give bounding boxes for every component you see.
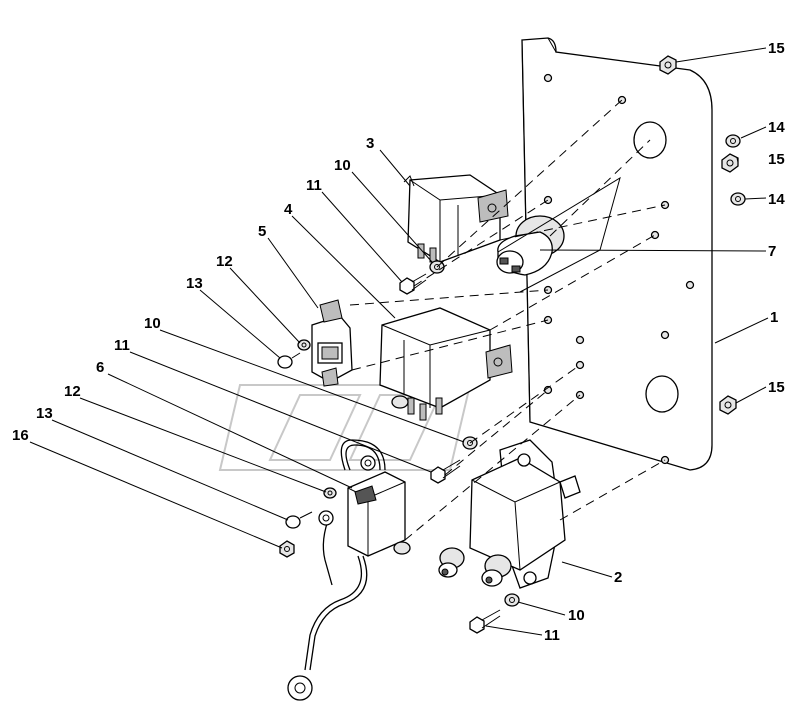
callout-4: 4 [284, 201, 293, 218]
nut-15-middle [721, 153, 739, 173]
terminal-stud-right [481, 554, 512, 587]
screw-11-upper [399, 273, 427, 295]
callout-labels: 15 14 15 14 7 1 15 2 10 11 3 10 11 4 5 1… [12, 40, 785, 644]
callout-11-middle: 11 [114, 337, 130, 354]
callout-10-upper: 10 [334, 157, 351, 174]
nut-16 [279, 540, 295, 558]
callout-6: 6 [96, 359, 104, 376]
callout-1: 1 [770, 309, 778, 326]
callout-13-upper: 13 [186, 275, 203, 292]
screw-11-lower [469, 609, 501, 634]
callout-5: 5 [258, 223, 266, 240]
callout-13-lower: 13 [36, 405, 53, 422]
washer-10-lower [504, 593, 520, 607]
callout-10-lower: 10 [568, 607, 585, 624]
terminal-stud-left [438, 547, 465, 578]
switch-7 [496, 215, 565, 276]
callout-14-upper: 14 [768, 119, 785, 136]
callout-2: 2 [614, 569, 622, 586]
washer-12-lower [323, 487, 337, 499]
callout-15-top: 15 [768, 40, 785, 57]
washer-14-lower [730, 192, 746, 206]
nut-15-top [659, 55, 677, 75]
nut-15-bottom [719, 395, 737, 415]
screw-11-middle [430, 459, 461, 484]
screw-13-lower [285, 511, 313, 529]
screw-13-upper [277, 352, 301, 369]
relay-4 [379, 307, 513, 421]
relay-3 [403, 174, 509, 263]
callout-11-lower: 11 [544, 627, 560, 644]
callout-7: 7 [768, 243, 776, 260]
callout-15-bottom: 15 [768, 379, 785, 396]
callout-15-middle: 15 [768, 151, 785, 168]
module-6-with-cable [287, 439, 411, 701]
leader-lines [29, 47, 769, 636]
solenoid-2 [438, 439, 581, 589]
callout-3: 3 [366, 135, 374, 152]
callout-12-upper: 12 [216, 253, 233, 270]
callout-16: 16 [12, 427, 29, 444]
bracket-5 [311, 299, 353, 387]
mounting-plate [521, 37, 713, 471]
callout-11-upper: 11 [306, 177, 322, 194]
washer-14-upper [725, 134, 741, 148]
callout-12-lower: 12 [64, 383, 81, 400]
washer-12-upper [297, 339, 311, 351]
callout-10-middle: 10 [144, 315, 161, 332]
callout-14-lower: 14 [768, 191, 785, 208]
